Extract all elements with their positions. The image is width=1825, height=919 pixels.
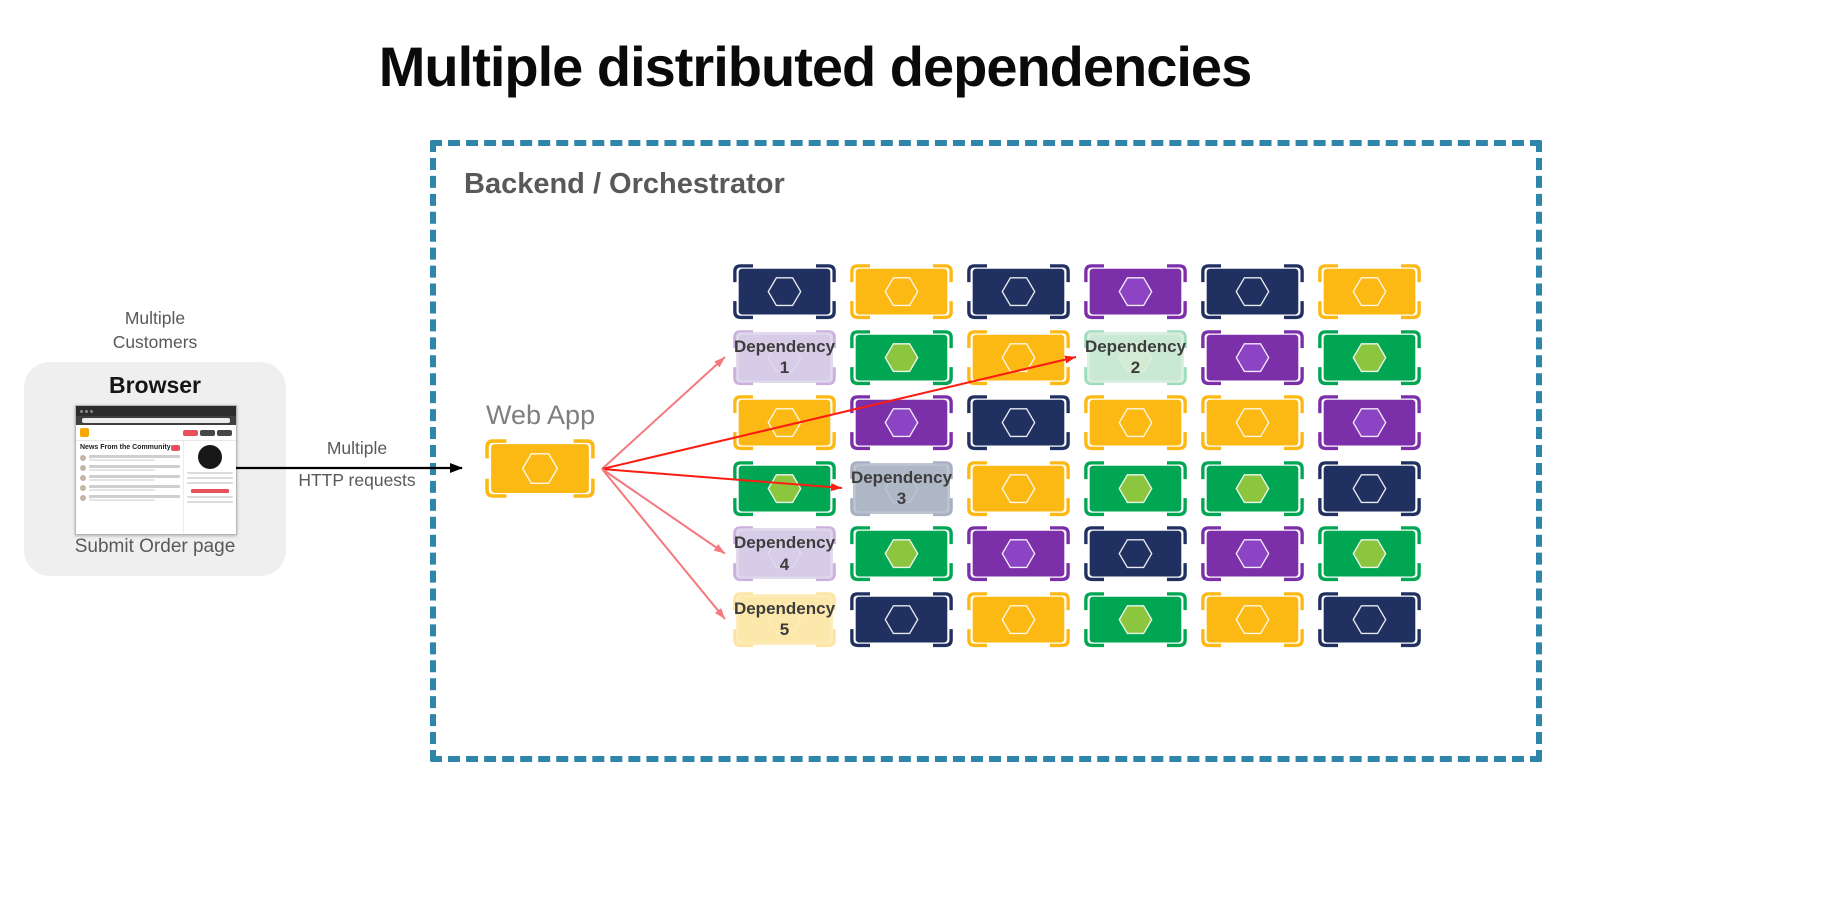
dependency-overlay [853,462,950,514]
dependency-label: Dependency 4 [733,533,836,574]
dependency-overlay [736,593,833,645]
customers-label: Multiple Customers [24,306,286,354]
submit-order-caption: Submit Order page [74,536,236,557]
browser-chrome-bar [76,406,236,416]
site-list-item [80,495,180,501]
dependency-label: Dependency 3 [850,467,953,508]
container-icon [1200,263,1305,320]
browser-url-bar [76,416,236,425]
container-icon [966,394,1071,451]
container-icon [1083,525,1188,582]
container-icon [966,329,1071,386]
container-icon [1200,525,1305,582]
container-icon [1083,263,1188,320]
site-list-item [80,455,180,461]
window-dot-icon [85,409,88,413]
container-icon [732,394,837,451]
dependency-cell-4: Dependency 4 [732,525,837,582]
container-icon [966,263,1071,320]
container-icon [849,329,954,386]
container-icon [732,263,837,320]
container-icon [966,591,1071,648]
web-app-label: Web App [486,400,596,430]
container-icon [966,525,1071,582]
site-header [76,425,236,441]
container-icon [966,460,1071,517]
container-icon [849,394,954,451]
nav-pill [200,429,215,436]
site-button [170,444,180,451]
container-icon [1317,394,1422,451]
container-icon [1083,460,1188,517]
url-field [82,418,230,423]
container-icon [1200,591,1305,648]
web-app-icon [484,438,596,500]
http-requests-label-line2: HTTP requests [298,470,416,490]
window-dot-icon [90,409,93,413]
site-list-item [80,485,180,491]
container-icon [1317,525,1422,582]
dependency-cell-5: Dependency 5 [732,591,837,648]
customers-label-line2: Customers [112,332,198,352]
http-requests-label: Multiple HTTP requests [252,439,462,490]
browser-title: Browser [108,372,202,398]
site-list-item [80,475,180,481]
container-icon [849,263,954,320]
site-headline-row: News From the Community [80,444,180,451]
dependency-overlay [736,528,833,579]
dependency-label: Dependency 5 [733,598,836,639]
container-icon [849,591,954,648]
site-logo-icon [80,428,89,437]
nav-pill [217,429,232,436]
sidebar-accent [191,489,229,493]
page-title: Multiple distributed dependencies [378,35,1252,98]
nav-pill [183,429,198,436]
sidebar-badge-icon [198,445,222,469]
browser-screenshot: News From the Community [75,405,237,535]
site-list-item [80,465,180,471]
dependency-cell-3: Dependency 3 [849,460,954,517]
site-body: News From the Community [76,441,236,534]
container-icon [1317,263,1422,320]
dependency-label: Dependency 2 [1084,336,1187,377]
dependency-overlay [1087,331,1184,383]
container-icon [1083,591,1188,648]
dependency-cell-1: Dependency 1 [732,329,837,386]
dependency-label: Dependency 1 [733,336,836,377]
container-icon [1317,460,1422,517]
container-icon [1083,394,1188,451]
container-icon [849,525,954,582]
container-icon [1200,460,1305,517]
backend-orchestrator-box [430,140,1542,762]
dependency-cell-2: Dependency 2 [1083,329,1188,386]
container-icon [1200,329,1305,386]
container-icon [732,460,837,517]
container-icon [1200,394,1305,451]
site-headline: News From the Community [80,444,171,451]
container-icon [1317,591,1422,648]
customers-label-line1: Multiple [124,308,186,328]
container-icon [1317,329,1422,386]
http-requests-label-line1: Multiple [326,438,388,458]
backend-orchestrator-title: Backend / Orchestrator [464,168,785,200]
site-sidebar [183,441,236,534]
site-main-column: News From the Community [76,441,183,534]
window-dot-icon [80,409,83,413]
